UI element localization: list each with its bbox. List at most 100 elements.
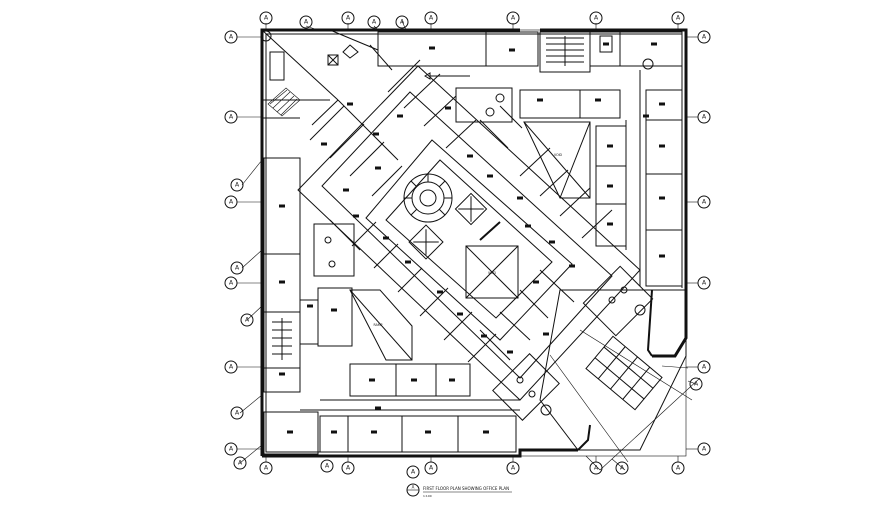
grid-bubble <box>395 15 409 29</box>
grid-bubble-letter: A <box>229 280 234 287</box>
room-tag-mark <box>373 132 379 136</box>
grid-bubble-letter: A <box>429 465 434 472</box>
grid-bubble-letter: A <box>235 265 240 272</box>
room-tag-mark <box>651 42 657 46</box>
room-tag-mark <box>449 378 455 382</box>
room-tag-mark <box>347 102 353 106</box>
grid-bubble-letter: A <box>702 446 707 453</box>
grid-bubble-letter: A <box>264 15 269 22</box>
room-tag-mark <box>537 98 543 102</box>
room-tag-mark <box>411 378 417 382</box>
grid-bubble-letter: A <box>229 199 234 206</box>
grid-bubble-letter: A <box>594 15 599 22</box>
grid-bubble-letter: A <box>702 364 707 371</box>
room-tag-mark <box>607 144 613 148</box>
service-blocks <box>313 87 654 421</box>
grid-bubble-letter: A <box>304 19 309 26</box>
room-tag-mark <box>607 184 613 188</box>
void-label-center: VOID <box>488 271 497 275</box>
west-rooms <box>263 157 353 455</box>
voids <box>349 121 591 361</box>
room-tag-mark <box>569 264 575 268</box>
room-tag-mark <box>353 214 359 218</box>
room-tag-mark <box>375 166 381 170</box>
room-tag-mark <box>659 254 665 258</box>
room-tag-mark <box>405 260 411 264</box>
grid-bubble-letter: A <box>229 446 234 453</box>
grid-bubble <box>230 261 244 275</box>
room-tag-mark <box>375 406 381 410</box>
grid-bubble <box>230 178 244 192</box>
room-tag-mark <box>481 334 487 338</box>
grid-bubble <box>320 459 334 473</box>
grid-bubble-letter: A <box>702 34 707 41</box>
room-tag-mark <box>279 204 285 208</box>
grid-bubble <box>230 406 244 420</box>
central-stair-core <box>403 173 501 260</box>
room-tag-mark <box>543 332 549 336</box>
room-tag-mark <box>397 114 403 118</box>
room-tag-mark <box>487 174 493 178</box>
room-tag-mark <box>429 46 435 50</box>
room-tag-mark <box>457 312 463 316</box>
hatched-panel <box>267 87 301 117</box>
room-tag-mark <box>595 98 601 102</box>
room-tag-mark <box>525 224 531 228</box>
exterior-walls <box>260 28 688 458</box>
grid-bubble-letter: A <box>235 182 240 189</box>
drawing-caption: A FIRST FLOOR PLAN SHOWING OFFICE PLAN 1… <box>406 483 512 498</box>
room-tag-mark <box>369 378 375 382</box>
room-tag-mark <box>483 430 489 434</box>
south-rooms <box>300 363 520 453</box>
room-tag-mark <box>343 188 349 192</box>
grid-bubble-letter: A <box>346 15 351 22</box>
east-rooms <box>519 70 683 287</box>
grid-bubble-letter: A <box>325 463 330 470</box>
room-tag-mark <box>643 114 649 118</box>
northwest-wing <box>260 29 393 126</box>
room-tag-mark <box>321 142 327 146</box>
north-rooms <box>377 31 683 80</box>
room-tag-mark <box>437 290 443 294</box>
grid-bubble-letter: A <box>702 114 707 121</box>
room-tag-mark <box>507 350 513 354</box>
room-tag-mark <box>659 102 665 106</box>
room-tag-mark <box>549 240 555 244</box>
grid-bubble-letter: A <box>264 465 269 472</box>
room-tag-mark <box>307 304 313 308</box>
grid-bubble-letter: A <box>372 19 377 26</box>
room-tag-mark <box>467 154 473 158</box>
room-tag-marks <box>279 42 665 434</box>
room-tag-mark <box>287 430 293 434</box>
room-tag-mark <box>331 430 337 434</box>
grid-bubble <box>406 465 420 479</box>
room-tag-mark <box>659 144 665 148</box>
grid-bubble-letter: A <box>229 114 234 121</box>
skylight-grid <box>539 289 687 451</box>
grid-bubble-letter: A <box>676 465 681 472</box>
void-label-northeast: VOID <box>554 153 563 157</box>
ramp-label: RAMP <box>374 323 383 327</box>
diagonal-office-ring <box>297 59 641 401</box>
room-tag-mark <box>509 48 515 52</box>
grid-bubble-letter: A <box>676 15 681 22</box>
grid-bubble-letter: A <box>245 317 250 324</box>
room-tag-mark <box>425 430 431 434</box>
grid-bubble <box>367 15 381 29</box>
room-tag-mark <box>659 196 665 200</box>
room-tag-mark <box>517 196 523 200</box>
grid-bubble-letter: A <box>229 364 234 371</box>
grid-bubble-letter: A <box>702 199 707 206</box>
grid-bubble-letter: A <box>229 34 234 41</box>
caption-title: FIRST FLOOR PLAN SHOWING OFFICE PLAN <box>423 486 509 491</box>
room-tag-mark <box>445 106 451 110</box>
caption-bubble-letter: A <box>412 485 415 490</box>
room-tag-mark <box>607 222 613 226</box>
room-tag-mark <box>331 308 337 312</box>
room-tag-mark <box>279 280 285 284</box>
grid-bubble-letter: A <box>235 410 240 417</box>
grid-bubble-letter: A <box>694 381 699 388</box>
room-tag-mark <box>383 236 389 240</box>
